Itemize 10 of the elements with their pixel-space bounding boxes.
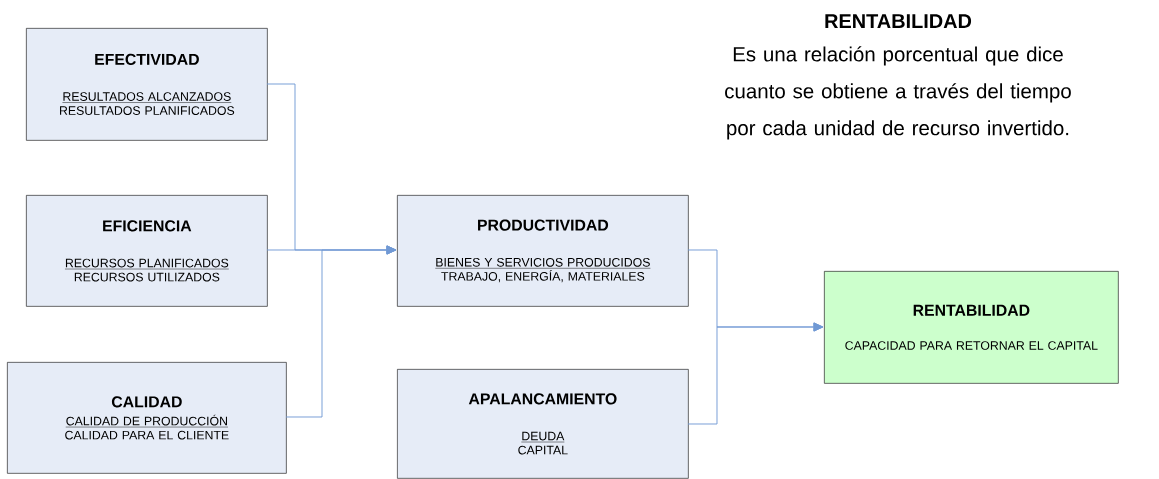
arrow — [285, 245, 397, 418]
process-box: EFECTIVIDAD RESULTADOS ALCANZADOS RESULTADOS PLANIFICADOS — [26, 28, 268, 141]
process-box: RENTABILIDAD CAPACIDAD PARA RETORNAR EL CAPITAL — [824, 271, 1119, 384]
process-box: EFICIENCIA RECURSOS PLANIFICADOS RECURSOS UTILIZADOS — [26, 195, 268, 307]
process-box: APALANCAMIENTO DEUDA CAPITAL — [397, 369, 689, 479]
process-box: PRODUCTIVIDAD BIENES Y SERVICIOS PRODUCIDOS TRABAJO, ENERGÍA, MATERIALES — [397, 195, 689, 307]
process-box: CALIDAD CALIDAD DE PRODUCCIÓN CALIDAD PARA EL CLIENTE — [7, 362, 287, 474]
description-text: Es una relación porcentual que dice cuanto se obtiene a través del tiempo por cada unidad de recurso invertido. — [725, 46, 1071, 140]
title: RENTABILIDAD — [825, 14, 972, 28]
arrow — [687, 322, 824, 425]
